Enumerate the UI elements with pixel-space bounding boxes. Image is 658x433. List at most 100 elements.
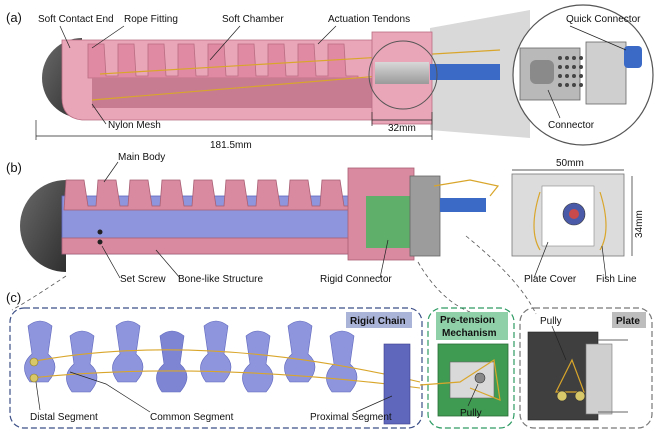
panel-label-c: (c) xyxy=(6,290,21,305)
leader-pully-plate xyxy=(551,325,567,361)
leader-fish-line xyxy=(601,245,607,279)
chamber-cavity xyxy=(92,78,372,108)
leader-main-body xyxy=(103,161,119,183)
inset-circle xyxy=(512,4,654,146)
common-segment xyxy=(326,330,358,393)
connector-hole xyxy=(579,56,583,60)
expand-curve-right xyxy=(465,235,537,315)
plate-top-view xyxy=(511,173,625,257)
rigid-chain-box xyxy=(9,307,423,429)
connector-hole xyxy=(558,65,562,69)
connector-hole xyxy=(579,83,583,87)
label-set-screw: Set Screw xyxy=(120,274,166,285)
connector-plate-side xyxy=(409,175,441,257)
pretension-bracket xyxy=(449,361,495,399)
plate-pully-1 xyxy=(556,390,568,402)
connector-hole xyxy=(565,83,569,87)
main-body-bellows xyxy=(63,179,353,211)
connector-hole xyxy=(558,56,562,60)
leader-rope-fitting xyxy=(91,25,125,49)
common-segment xyxy=(112,320,144,383)
leader-set-screw xyxy=(101,245,121,279)
label-plate-cover: Plate Cover xyxy=(524,274,577,285)
plate-title: Plate xyxy=(616,316,640,327)
plate-center-pin xyxy=(569,209,579,219)
plate-title-bg xyxy=(612,312,646,328)
distal-screw-1 xyxy=(29,357,39,367)
dim-connector-length: 32mm xyxy=(388,123,416,134)
leader-tendons xyxy=(317,25,337,45)
leader-bone xyxy=(155,249,181,279)
distal-screw-2 xyxy=(29,373,39,383)
label-nylon-mesh: Nylon Mesh xyxy=(108,120,161,131)
leader-distal xyxy=(35,381,41,411)
pretension-title-bg xyxy=(436,312,508,340)
common-segment xyxy=(66,330,98,393)
label-common-segment: Common Segment xyxy=(150,412,234,423)
label-actuation-tendons: Actuation Tendons xyxy=(328,14,410,25)
common-segment xyxy=(284,320,316,383)
plate-fish-line xyxy=(555,358,585,393)
leader-plate-cover xyxy=(533,241,549,279)
leader-rigid-connector xyxy=(379,239,389,279)
proximal-segment xyxy=(383,343,411,425)
rigid-chain-segments xyxy=(24,320,358,393)
label-soft-chamber: Soft Chamber xyxy=(222,14,284,25)
plate-cover-side xyxy=(585,343,613,415)
label-pully-pretension: Pully xyxy=(460,408,482,419)
dim-plate-width: 50mm xyxy=(556,158,584,169)
label-soft-contact-end: Soft Contact End xyxy=(38,14,114,25)
zoom-lens xyxy=(368,40,438,110)
common-segment xyxy=(242,330,274,393)
connector-holes xyxy=(558,56,583,87)
quick-connector-fitting xyxy=(624,46,642,68)
leader-pully-pretension xyxy=(467,383,479,407)
label-quick-connector: Quick Connector xyxy=(566,14,641,25)
label-connector: Connector xyxy=(548,120,595,131)
connector-inset xyxy=(512,4,654,146)
contact-end-cap-b xyxy=(20,180,66,272)
panel-label-a: (a) xyxy=(6,10,22,25)
connector-hole xyxy=(565,56,569,60)
connector-port xyxy=(530,60,554,84)
connector-hole xyxy=(558,83,562,87)
set-screw-2 xyxy=(97,239,103,245)
leader-nylon-mesh xyxy=(91,103,107,125)
connector-block-right xyxy=(585,41,627,105)
leader-common xyxy=(69,371,151,413)
pretension-title-1: Pre-tension xyxy=(440,315,495,326)
tube-b xyxy=(440,198,486,212)
distal-segment xyxy=(24,320,56,383)
connector-hole xyxy=(572,83,576,87)
dim-total-length: 181.5mm xyxy=(210,140,252,151)
rigid-chain-title: Rigid Chain xyxy=(350,316,406,327)
soft-actuator-section xyxy=(42,31,501,125)
connector-hole xyxy=(579,65,583,69)
label-main-body: Main Body xyxy=(118,152,165,163)
connector-hole xyxy=(572,65,576,69)
expand-curve-mid xyxy=(417,261,471,313)
fish-line-left xyxy=(533,191,541,251)
label-fish-line: Fish Line xyxy=(596,274,637,285)
pretension-line xyxy=(419,358,501,401)
leader-quick-connector xyxy=(569,25,627,51)
chain-tendon-1 xyxy=(29,349,421,383)
pully-wheel xyxy=(474,372,486,384)
connector-hole xyxy=(572,56,576,60)
pretension-box xyxy=(427,307,515,429)
label-proximal-segment: Proximal Segment xyxy=(310,412,392,423)
leader-soft-chamber xyxy=(209,25,241,61)
panel-label-b: (b) xyxy=(6,160,22,175)
expand-curve-left xyxy=(11,275,67,311)
label-rope-fitting: Rope Fitting xyxy=(124,14,178,25)
assembled-actuator xyxy=(20,167,500,272)
rigid-chain-title-bg xyxy=(346,312,412,328)
plate-pully-2 xyxy=(574,390,586,402)
set-screw-1 xyxy=(97,229,103,235)
plate-box xyxy=(519,307,653,429)
label-pully-plate: Pully xyxy=(540,316,562,327)
rigid-connector xyxy=(366,196,412,248)
dim-plate-height: 34mm xyxy=(634,210,645,238)
pretension-title-2: Mechanism xyxy=(442,328,497,339)
